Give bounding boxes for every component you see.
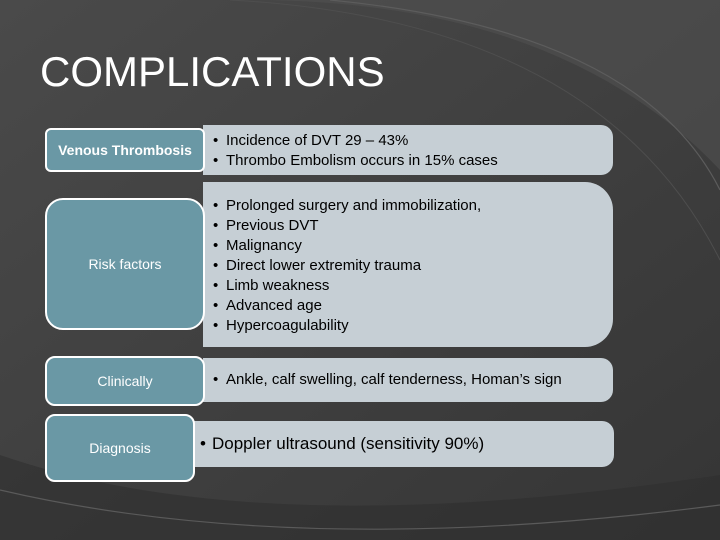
list-item: Malignancy (211, 236, 613, 256)
content-box-venous-thrombosis: Incidence of DVT 29 – 43% Thrombo Emboli… (203, 125, 613, 175)
list-item: Previous DVT (211, 216, 613, 236)
list-item: Advanced age (211, 296, 613, 316)
content-box-risk-factors: Prolonged surgery and immobilization, Pr… (203, 182, 613, 347)
list-item: Prolonged surgery and immobilization, (211, 196, 613, 216)
list-item: Ankle, calf swelling, calf tenderness, H… (211, 370, 613, 390)
list-item: Thrombo Embolism occurs in 15% cases (211, 151, 613, 171)
list-item: Hypercoagulability (211, 316, 613, 336)
list-item: Incidence of DVT 29 – 43% (211, 131, 613, 151)
label-clinically: Clinically (45, 356, 205, 406)
list-item: Doppler ultrasound (sensitivity 90%) (198, 433, 614, 455)
bullet-list: Doppler ultrasound (sensitivity 90%) (198, 433, 614, 455)
bullet-list: Ankle, calf swelling, calf tenderness, H… (211, 370, 613, 390)
list-item: Direct lower extremity trauma (211, 256, 613, 276)
content-box-clinically: Ankle, calf swelling, calf tenderness, H… (203, 358, 613, 402)
label-risk-factors: Risk factors (45, 198, 205, 330)
content-box-diagnosis: Doppler ultrasound (sensitivity 90%) (190, 421, 614, 467)
label-venous-thrombosis: Venous Thrombosis (45, 128, 205, 172)
slide-title: COMPLICATIONS (40, 48, 385, 95)
list-item: Limb weakness (211, 276, 613, 296)
bullet-list: Incidence of DVT 29 – 43% Thrombo Emboli… (211, 131, 613, 171)
bullet-list: Prolonged surgery and immobilization, Pr… (211, 196, 613, 336)
label-diagnosis: Diagnosis (45, 414, 195, 482)
